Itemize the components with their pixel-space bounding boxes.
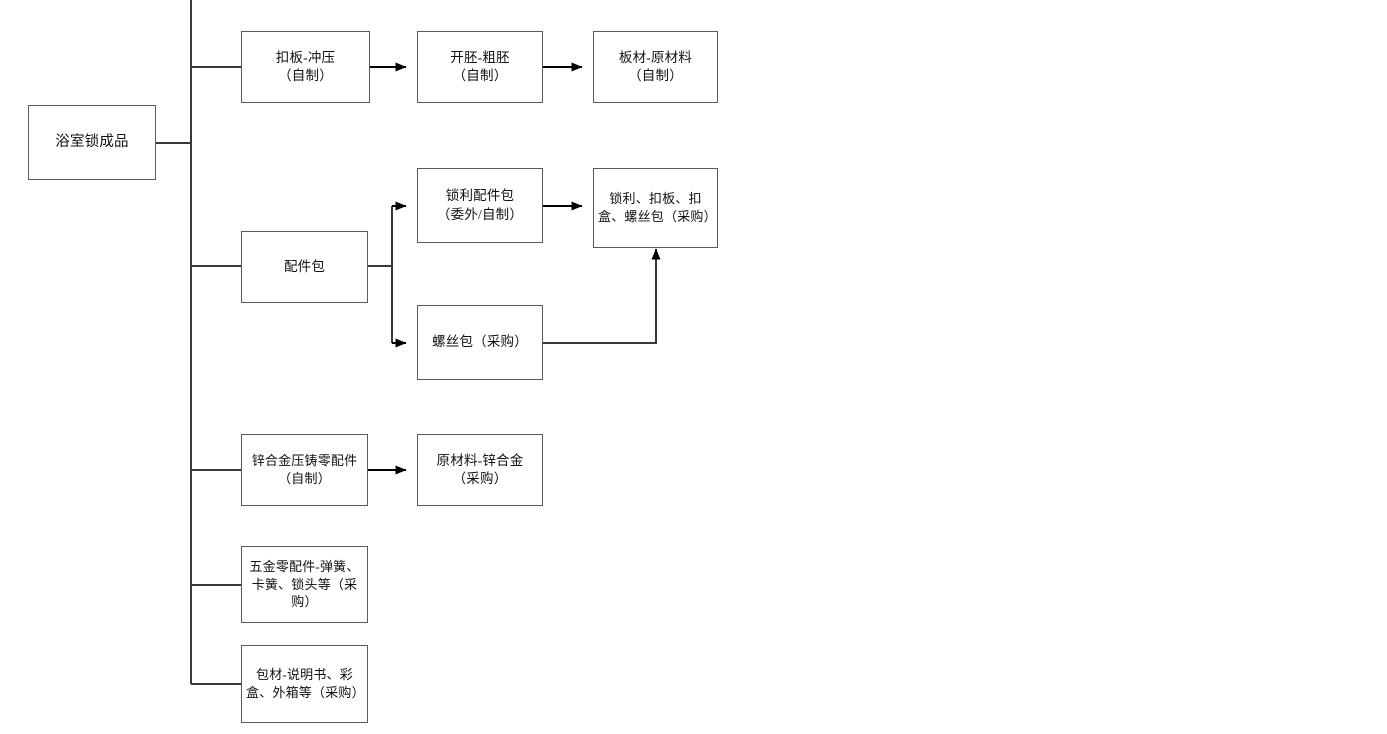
node-packaging-materials[interactable]: 包材-说明书、彩盒、外箱等（采购） bbox=[241, 645, 368, 723]
node-screw-pack-purchased[interactable]: 螺丝包（采购） bbox=[417, 305, 543, 380]
node-label: 锁利配件包 （委外/自制） bbox=[436, 188, 524, 222]
node-label: 五金零配件-弹簧、卡簧、锁头等（采购） bbox=[249, 559, 360, 610]
node-label: 锌合金压铸零配件（自制） bbox=[251, 453, 358, 486]
node-label: 包材-说明书、彩盒、外箱等（采购） bbox=[246, 667, 365, 700]
node-label: 扣板-冲压 （自制） bbox=[275, 49, 336, 83]
node-label: 锁利、扣板、扣盒、螺丝包（采购） bbox=[598, 191, 717, 224]
node-label: 原材料-锌合金 （采购） bbox=[436, 452, 524, 486]
screw-pack-return bbox=[543, 258, 657, 344]
node-blank-rough-blank[interactable]: 开胚-粗胚 （自制） bbox=[417, 31, 543, 103]
node-raw-material-zinc-alloy[interactable]: 原材料-锌合金 （采购） bbox=[417, 434, 543, 506]
node-hardware-parts[interactable]: 五金零配件-弹簧、卡簧、锁头等（采购） bbox=[241, 546, 368, 623]
node-label: 板材-原材料 （自制） bbox=[618, 49, 693, 83]
node-label: 螺丝包（采购） bbox=[432, 334, 528, 350]
node-label: 浴室锁成品 bbox=[55, 133, 129, 150]
node-label: 配件包 bbox=[283, 258, 326, 274]
node-accessory-pack[interactable]: 配件包 bbox=[241, 231, 368, 303]
node-finished-product[interactable]: 浴室锁成品 bbox=[28, 105, 156, 180]
node-sheet-raw-material[interactable]: 板材-原材料 （自制） bbox=[593, 31, 718, 103]
node-label: 开胚-粗胚 （自制） bbox=[450, 49, 510, 83]
node-suoli-accessory-pack[interactable]: 锁利配件包 （委外/自制） bbox=[417, 168, 543, 243]
node-suoli-buckle-plate-box-screw-pack[interactable]: 锁利、扣板、扣盒、螺丝包（采购） bbox=[593, 168, 718, 248]
node-buckle-plate-stamping[interactable]: 扣板-冲压 （自制） bbox=[241, 31, 370, 103]
node-zinc-alloy-die-cast-parts[interactable]: 锌合金压铸零配件（自制） bbox=[241, 434, 368, 506]
